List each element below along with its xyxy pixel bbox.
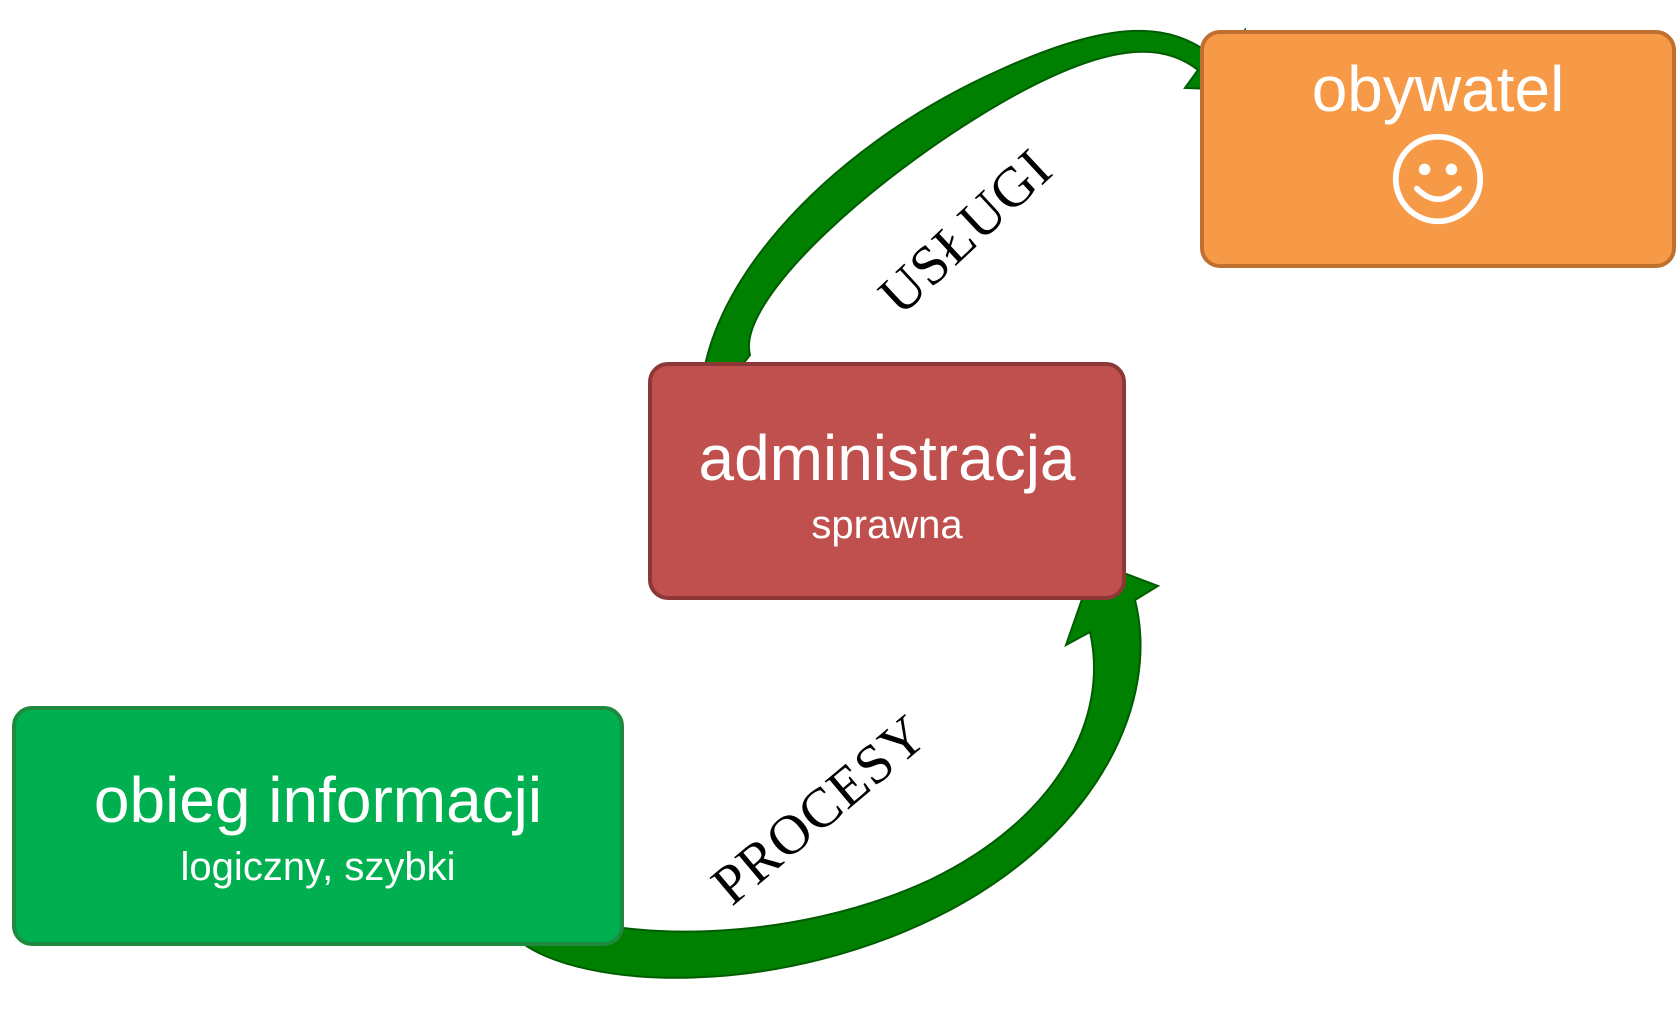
node-administracja: administracja sprawna [648, 362, 1126, 600]
node-obieg-title: obieg informacji [93, 764, 543, 837]
smiley-face-icon [1392, 134, 1484, 225]
node-administracja-title: administracja [698, 422, 1076, 495]
procesy-arrow [516, 560, 1161, 979]
node-obywatel-title: obywatel [1311, 53, 1565, 125]
node-obieg-subtitle: logiczny, szybki [180, 844, 456, 889]
node-obywatel: obywatel [1200, 30, 1676, 268]
node-administracja-subtitle: sprawna [811, 502, 963, 547]
node-obieg-informacji: obieg informacji logiczny, szybki [12, 706, 624, 946]
